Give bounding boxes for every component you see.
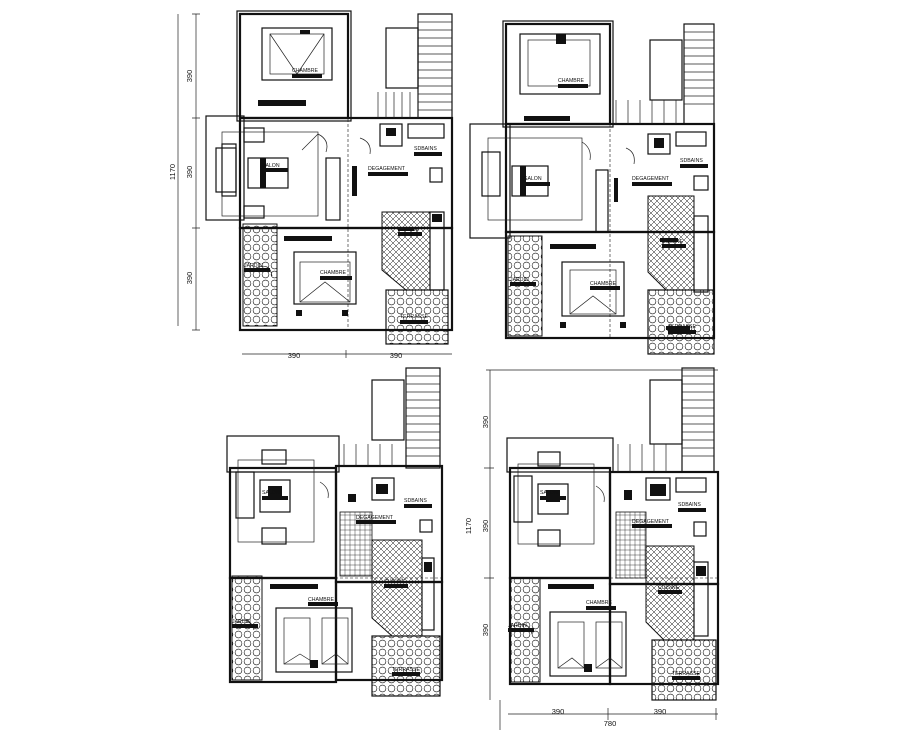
bed [284,236,357,316]
bed [519,33,601,121]
dimension-390: 390 [481,520,490,533]
room-label-chambre: CHAMBRE [292,68,318,74]
bathroom [624,477,707,537]
bed [258,27,333,106]
room-label-jardin: JARDIN [510,277,529,283]
bathroom [348,477,433,533]
stair [615,23,715,125]
room-label-jardin: JARDIN [232,619,251,625]
salon-furniture [215,127,357,221]
salon-furniture [235,449,315,545]
room-label-jardin: JARDIN [244,263,263,269]
dimension-1170: 1170 [168,164,177,180]
room-label-chambre: CHAMBRE [590,281,616,287]
room-label-chambre: CHAMBRE [320,270,346,276]
room-label-sdbains: SDBAINS [414,146,437,152]
room-labels: CHAMBRE SALON DEGAGEMENT SDBAINS CUISINE… [232,68,708,680]
dimension-390: 390 [185,166,194,179]
room-label-jardin: JARDIN [508,623,527,629]
stair [617,367,715,473]
bed [270,584,353,673]
stair [377,13,453,119]
room-label-cuisine: CUISINE [662,239,684,245]
room-label-salon: SALON [524,176,542,182]
room-label-chambre: CHAMBRE [308,597,334,603]
room-label-degagement: DEGAGEMENT [632,176,670,182]
room-label-salon: SALON [262,163,280,169]
plan-1 [177,10,454,358]
bed [548,584,627,677]
room-label-salon: SALON [262,490,280,496]
stair [343,367,441,469]
dimension-390: 390 [185,272,194,285]
room-label-terrasse: TERRASSE [668,324,697,330]
dimension-780: 780 [604,719,617,728]
room-label-terrasse: TERRASSE [672,671,701,677]
room-label-sdbains: SDBAINS [680,158,703,164]
room-label-terrasse: TERRASSE [392,667,421,673]
room-label-chambre: CHAMBRE [586,600,612,606]
room-label-cuisine: CUISINE [658,585,680,591]
dimension-1170: 1170 [464,518,473,534]
room-label-chambre: CHAMBRE [558,78,584,84]
room-label-terrasse: TERRASSE [400,314,429,320]
dimension-390: 390 [552,707,565,716]
plan-3 [226,367,444,697]
dimension-390: 390 [288,351,301,360]
dimension-labels: 390 390 390 1170 390 390 390 390 390 117… [168,70,666,728]
dimension-390: 390 [654,707,667,716]
dimension-390: 390 [185,70,194,83]
room-label-cuisine: CUISINE [398,227,420,233]
room-label-degagement: DEGAGEMENT [356,515,394,521]
room-label-sdbains: SDBAINS [678,502,701,508]
room-label-sdbains: SDBAINS [404,498,427,504]
plan-2 [469,20,716,355]
dimension-390: 390 [481,624,490,637]
dimension-390: 390 [390,351,403,360]
room-label-salon: SALON [540,490,558,496]
room-label-degagement: DEGAGEMENT [632,519,670,525]
room-label-degagement: DEGAGEMENT [368,166,406,172]
dimension-390: 390 [481,416,490,429]
room-label-cuisine: CUISINE [384,579,406,585]
bed [550,244,626,328]
